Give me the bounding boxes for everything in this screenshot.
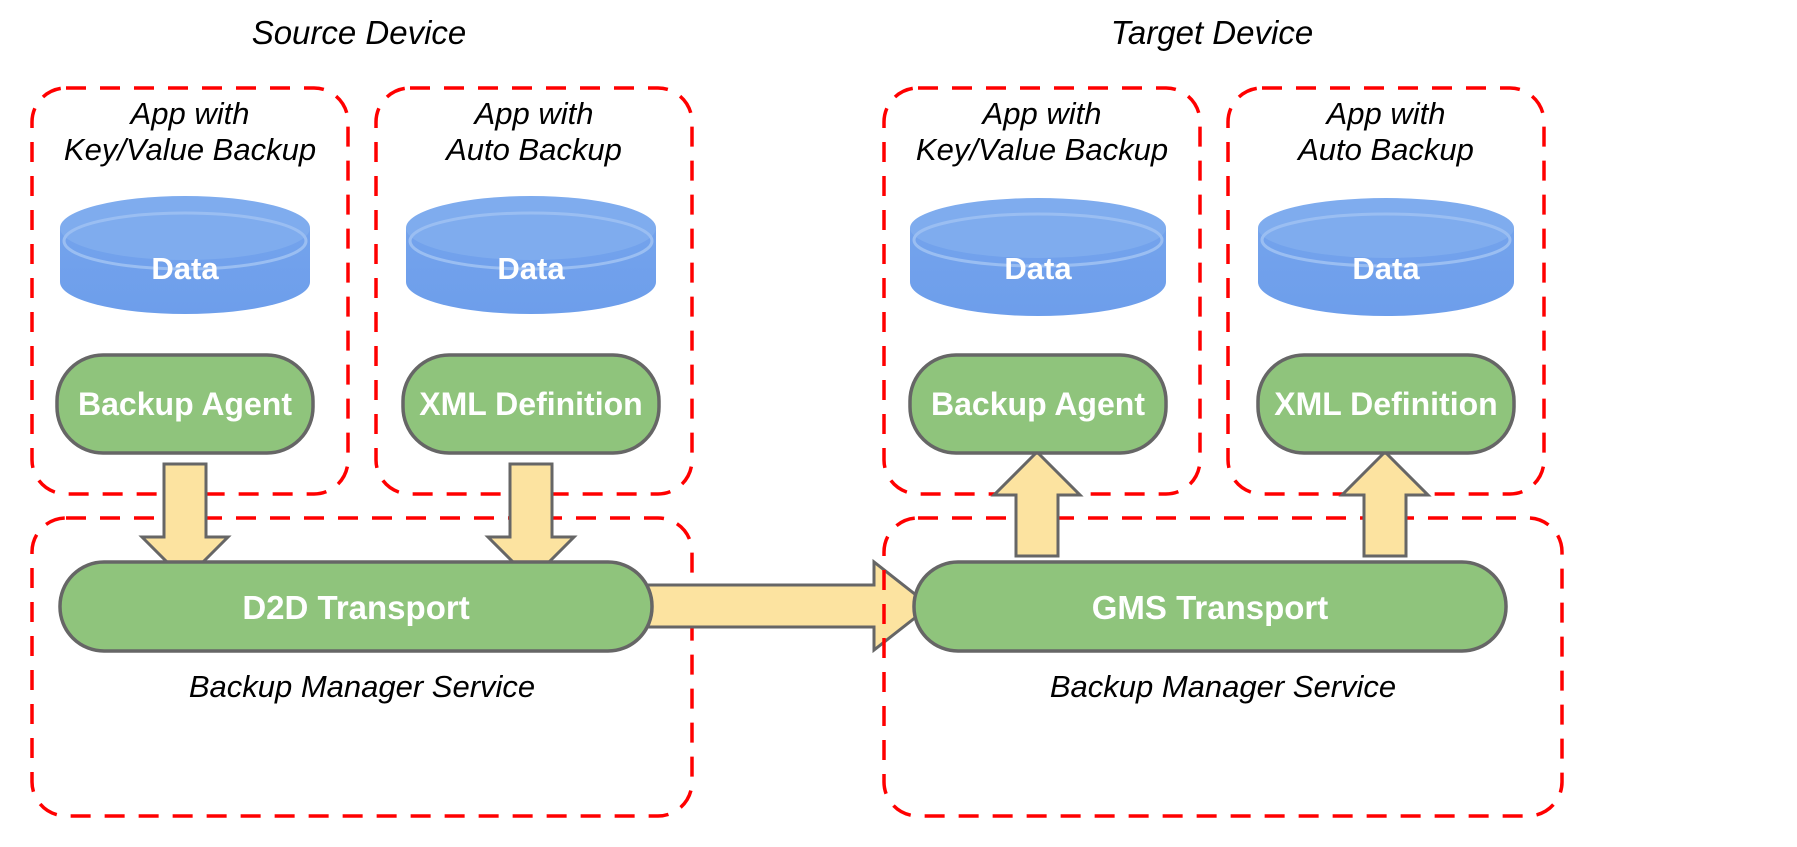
gms-transport-pill[interactable] (912, 560, 1508, 653)
arrow-target-xml-definition-up (1338, 449, 1432, 558)
target-app-kv-label-line2: Key/Value Backup (915, 132, 1169, 167)
target-backup-manager-service-label: Backup Manager Service (1049, 669, 1397, 704)
source-app-auto-label: App with Auto Backup (376, 96, 692, 168)
target-app-auto-label-line1: App with (1326, 96, 1446, 131)
source-xml-definition-pill[interactable] (401, 353, 661, 455)
source-app-kv-label: App with Key/Value Backup (32, 96, 348, 168)
d2d-transport-pill[interactable] (58, 560, 654, 653)
source-backup-manager-service-container (30, 516, 694, 818)
arrow-source-backup-agent-down (138, 462, 232, 583)
source-device-title: Source Device (251, 14, 467, 51)
target-app-kv-label-line1: App with (982, 96, 1102, 131)
source-kv-data-cylinder (60, 196, 310, 314)
target-app-kv-label: App with Key/Value Backup (884, 96, 1200, 168)
source-backup-manager-service-label: Backup Manager Service (188, 669, 536, 704)
source-app-kv-label-line1: App with (130, 96, 250, 131)
source-backup-agent-pill[interactable] (55, 353, 315, 455)
arrow-d2d-to-gms-right (638, 558, 933, 654)
target-backup-agent-pill[interactable] (908, 353, 1168, 455)
arrow-target-backup-agent-up (990, 449, 1084, 558)
source-auto-data-cylinder (406, 196, 656, 314)
source-app-auto-label-line2: Auto Backup (446, 132, 622, 167)
target-kv-data-cylinder (910, 198, 1166, 316)
target-app-auto-label-line2: Auto Backup (1298, 132, 1474, 167)
target-app-auto-label: App with Auto Backup (1228, 96, 1544, 168)
arrow-source-xml-definition-down (484, 462, 578, 583)
source-app-kv-label-line2: Key/Value Backup (63, 132, 317, 167)
target-device-title: Target Device (1110, 14, 1314, 51)
source-app-auto-label-line1: App with (474, 96, 594, 131)
target-xml-definition-pill[interactable] (1256, 353, 1516, 455)
target-auto-data-cylinder (1258, 198, 1514, 316)
